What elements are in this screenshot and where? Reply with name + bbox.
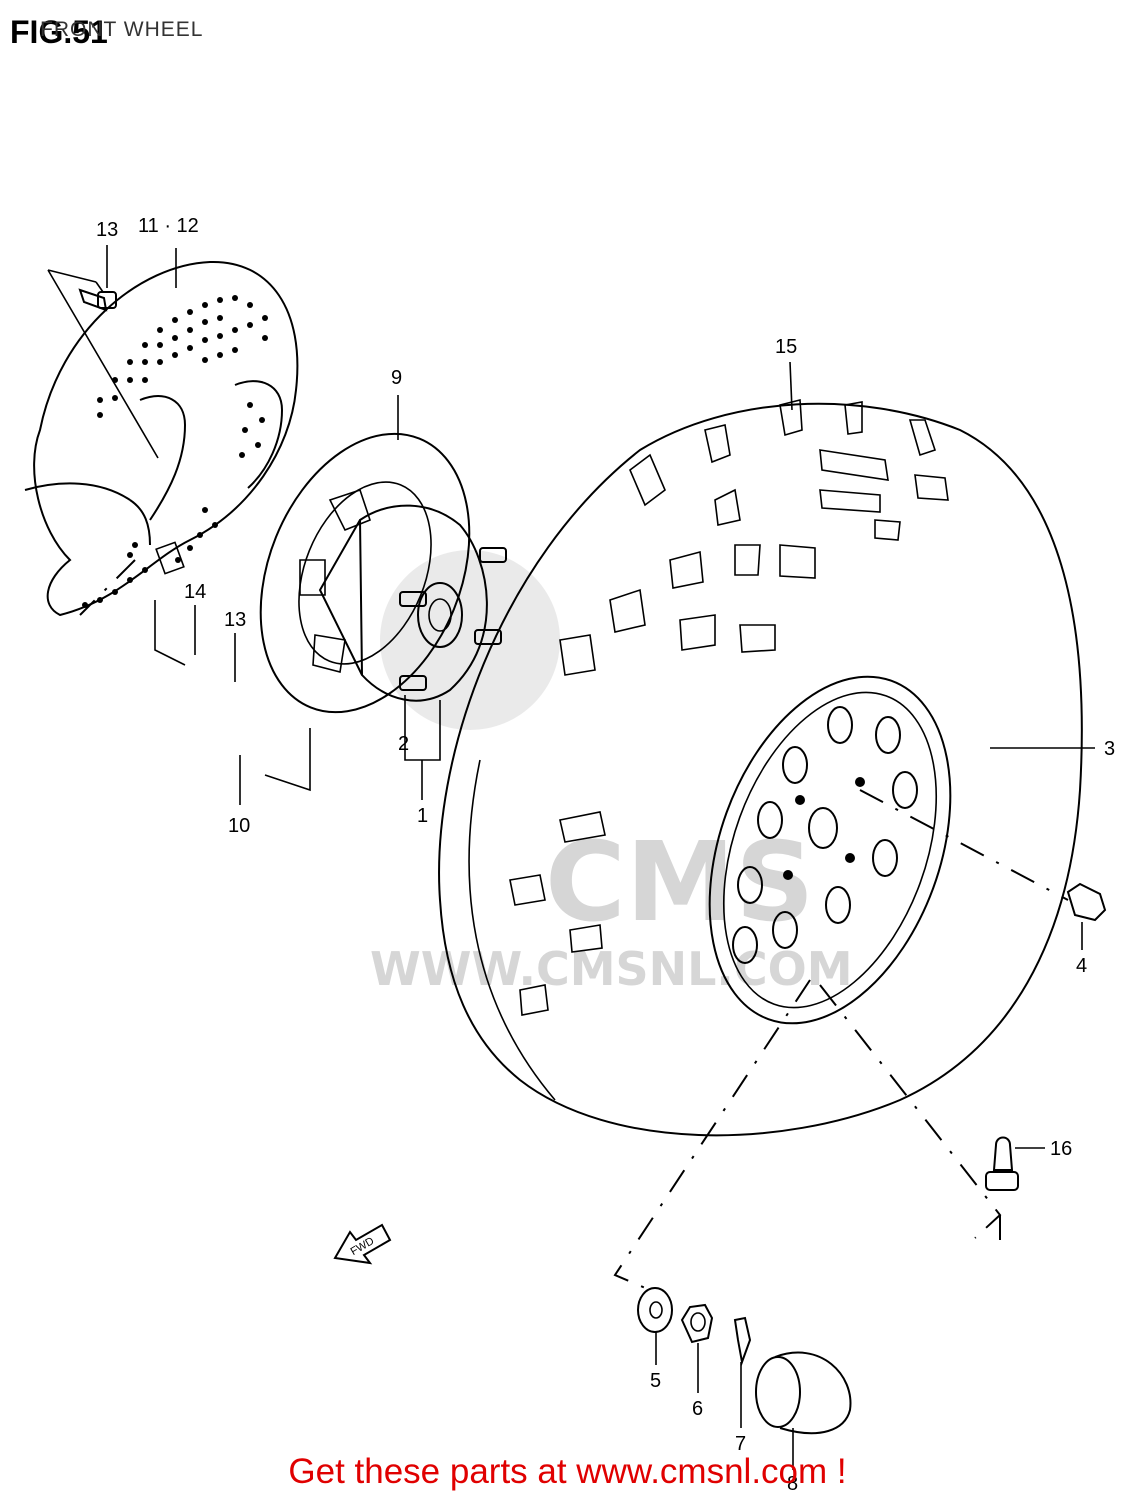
cotter-pin <box>733 1316 752 1366</box>
rim-holes <box>732 706 918 964</box>
leader-lines <box>79 245 1095 1470</box>
callout-labels: 13 11 · 12 9 15 14 13 2 1 10 3 4 16 5 6 … <box>96 215 1115 1495</box>
rim <box>708 675 952 1025</box>
wheel-nut <box>1066 882 1107 922</box>
callout-16: 16 <box>1050 1138 1072 1160</box>
brake-disc <box>259 432 471 714</box>
callout-9: 9 <box>391 367 402 389</box>
watermark-url: WWW.CMSNL.COM <box>370 942 853 996</box>
callout-15: 15 <box>775 336 797 358</box>
callout-10: 10 <box>228 815 250 837</box>
tire-valve <box>985 1136 1019 1191</box>
callout-6: 6 <box>692 1398 703 1420</box>
rim-stud-holes <box>783 777 865 880</box>
footer-link[interactable]: Get these parts at www.cmsnl.com ! <box>0 1452 1135 1492</box>
callout-13-mid: 13 <box>224 609 246 631</box>
callout-8: 8 <box>787 1473 798 1495</box>
callout-1: 1 <box>417 805 428 827</box>
figure-number: FIG.51 <box>10 14 108 50</box>
watermark-brand: CMS <box>545 818 814 946</box>
hub-studs <box>399 547 507 691</box>
callout-14: 14 <box>184 581 206 603</box>
figure-title: FRONT WHEEL <box>40 18 204 41</box>
callout-5: 5 <box>650 1370 661 1392</box>
callout-7: 7 <box>735 1433 746 1455</box>
wheel-hub <box>318 504 507 702</box>
cover-holes <box>82 295 268 608</box>
tire-treads <box>509 398 949 1016</box>
callout-3: 3 <box>1104 738 1115 760</box>
hub-cap <box>755 1351 852 1435</box>
fwd-label: FWD <box>349 1235 377 1258</box>
bolt-13-top <box>78 288 117 312</box>
washer <box>637 1287 673 1333</box>
callout-2: 2 <box>398 733 409 755</box>
callout-4: 4 <box>1076 955 1087 977</box>
footer-text: Get these parts at www.cmsnl.com ! <box>288 1452 847 1491</box>
disc-cover <box>24 260 299 617</box>
fwd-marker: FWD <box>333 1223 392 1265</box>
callout-11-12: 11 · 12 <box>138 215 199 237</box>
castle-nut <box>680 1303 714 1344</box>
tire <box>438 398 1083 1137</box>
callout-13-top: 13 <box>96 219 118 241</box>
